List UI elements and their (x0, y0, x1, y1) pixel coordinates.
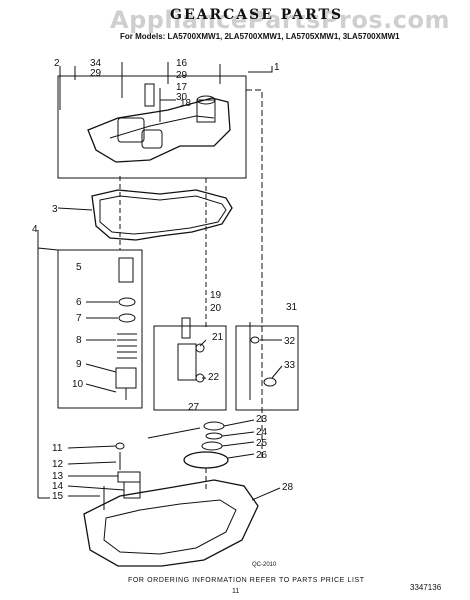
spring-8 (117, 333, 137, 359)
leader-23 (223, 419, 255, 427)
main-gear-26 (183, 451, 229, 469)
callout-5: 5 (76, 262, 82, 273)
callout-11: 11 (52, 443, 63, 454)
callout-27: 27 (188, 402, 200, 413)
callout-33: 33 (284, 360, 296, 371)
group-dashed-outline (246, 89, 263, 460)
cover-boss-left (117, 117, 145, 143)
callout-34: 34 (90, 58, 102, 69)
cover-boss-mid (141, 129, 163, 149)
leader-12 (67, 461, 117, 465)
callout-12: 12 (52, 459, 64, 470)
agitator-shaft-box (235, 325, 299, 411)
callout-20: 20 (210, 303, 222, 314)
ordering-note: FOR ORDERING INFORMATION REFER TO PARTS … (128, 577, 365, 584)
callout-21: 21 (212, 332, 224, 343)
callout-28: 28 (282, 482, 294, 493)
callout-32: 32 (284, 336, 296, 347)
callout-24: 24 (256, 427, 268, 438)
pin-30 (144, 83, 155, 107)
callout-4: 4 (32, 224, 38, 235)
callout-3: 3 (52, 204, 58, 215)
washer-25 (201, 441, 223, 451)
callout-13: 13 (52, 471, 64, 482)
shaft-5 (118, 257, 134, 283)
callout-2: 2 (54, 58, 60, 69)
shift-fork-20 (177, 343, 197, 381)
callout-29-left: 29 (90, 68, 102, 79)
watermark: AppliancePartsPros.com (110, 6, 450, 34)
diagram-title: GEARCASE PARTS (170, 7, 344, 23)
gear-9 (115, 367, 137, 389)
part-14 (123, 481, 141, 499)
callout-7: 7 (76, 313, 82, 324)
leader-28 (251, 487, 281, 501)
callout-23: 23 (256, 414, 268, 425)
leader-3 (57, 207, 93, 211)
part-11 (115, 442, 125, 450)
callout-10: 10 (72, 379, 84, 390)
leader-26 (227, 453, 255, 459)
cover-rib (109, 115, 215, 139)
callout-16: 16 (176, 58, 188, 69)
callout-1: 1 (274, 62, 280, 73)
bearing-33 (263, 377, 277, 387)
cover-boss-right-body (196, 99, 216, 123)
callout-14: 14 (52, 481, 64, 492)
gearcase-base (83, 479, 259, 567)
callout-26: 26 (256, 450, 268, 461)
page-number: 11 (232, 588, 240, 595)
bracket-line-1 (248, 66, 273, 73)
part-13 (117, 471, 141, 483)
leader-33 (271, 365, 283, 379)
clip-21 (195, 343, 205, 353)
model-list: For Models: LA5700XMW1, 2LA5700XMW1, LA5… (120, 32, 400, 41)
ring-7 (118, 313, 136, 323)
callout-8: 8 (76, 335, 82, 346)
washer-24 (205, 432, 223, 440)
callout-29-right: 29 (176, 70, 188, 81)
washer-6 (118, 297, 136, 307)
callout-6: 6 (76, 297, 82, 308)
leader-11 (67, 445, 117, 449)
callout-18: 18 (180, 98, 192, 109)
leader-21 (199, 339, 207, 347)
callout-17: 17 (176, 82, 188, 93)
gasket (91, 189, 233, 241)
spring-19 (181, 317, 191, 339)
leader-10 (85, 383, 117, 393)
callout-22: 22 (208, 372, 220, 383)
gasket-inner (99, 195, 227, 235)
leader-9 (85, 363, 117, 373)
connecting-link (147, 427, 201, 439)
callout-15: 15 (52, 491, 64, 502)
leader-24 (221, 431, 255, 437)
callout-19: 19 (210, 290, 222, 301)
callout-31: 31 (286, 302, 298, 313)
leader-25 (221, 441, 255, 447)
washer-23 (203, 421, 225, 431)
callout-25: 25 (256, 438, 268, 449)
callout-30: 30 (176, 92, 188, 103)
gearcase-base-inner (103, 499, 237, 555)
washer-32 (250, 336, 260, 344)
pinion-group-box (57, 249, 143, 409)
callout-9: 9 (76, 359, 82, 370)
cover-group-box (57, 75, 247, 179)
leader-14 (67, 485, 125, 491)
qc-stamp: QC-2010 (252, 562, 277, 568)
document-number: 3347136 (410, 583, 442, 592)
bracket-4 (37, 230, 59, 251)
